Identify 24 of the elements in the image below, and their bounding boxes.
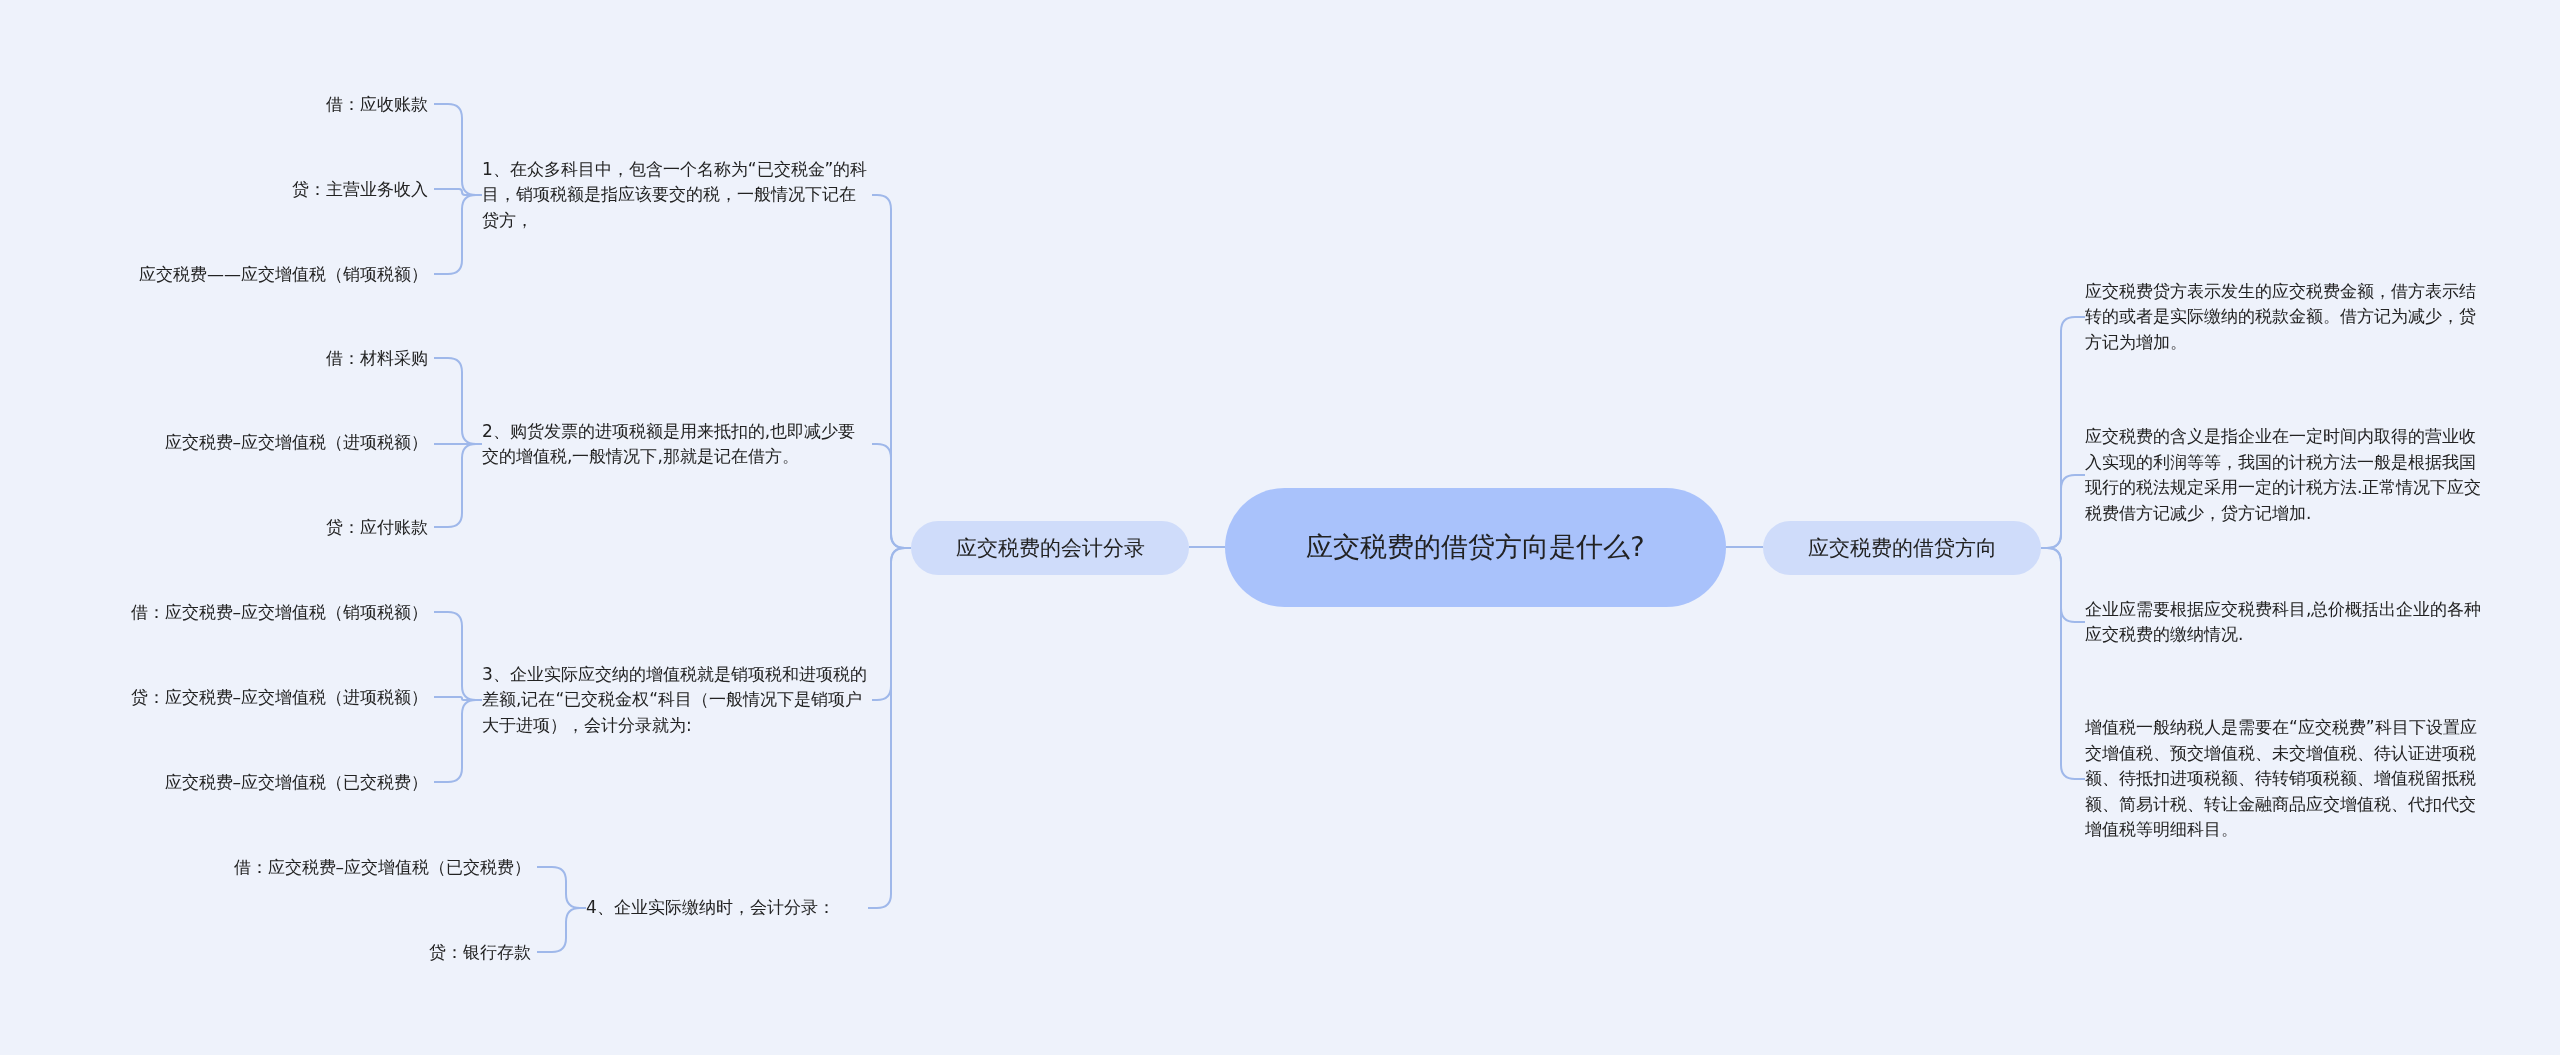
entry-text: 借：应收账款 <box>326 92 434 116</box>
note-text: 应交税费的含义是指企业在一定时间内取得的营业收入实现的利润等等，我国的计税方法一般是根据我国现行的税法规定采用一定的计税方法.正常情况下应交税费借方记减少，贷方记增加. <box>2085 424 2483 526</box>
connector-line <box>1188 546 1226 548</box>
connector-line <box>1725 546 1764 548</box>
topic-text: 1、在众多科目中，包含一个名称为“已交税金”的科目，销项税额是指应该要交的税，一般情况下记在贷方， <box>482 156 872 234</box>
entry-text: 借：应交税费–应交增值税（销项税额） <box>130 600 434 624</box>
entry-text: 应交税费——应交增值税（销项税额） <box>139 262 434 286</box>
branch-topic: 应交税费的会计分录 <box>911 521 1189 575</box>
entry-text: 应交税费–应交增值税（已交税费） <box>164 770 434 794</box>
topic-text: 3、企业实际应交纳的增值税就是销项税和进项税的差额,记在“已交税金权“科目（一般情况下是销项户大于进项），会计分录就为: <box>482 661 872 739</box>
entry-text: 贷：银行存款 <box>429 940 537 964</box>
note-text: 企业应需要根据应交税费科目,总价概括出企业的各种应交税费的缴纳情况. <box>2085 596 2483 648</box>
topic-text: 2、购货发票的进项税额是用来抵扣的,也即减少要交的增值税,一般情况下,那就是记在借方。 <box>482 418 872 470</box>
entry-text: 贷：应交税费–应交增值税（进项税额） <box>130 685 434 709</box>
entry-text: 贷：主营业务收入 <box>292 177 434 201</box>
branch-topic: 应交税费的借贷方向 <box>1763 521 2041 575</box>
entry-text: 借：应交税费–应交增值税（已交税费） <box>233 855 537 879</box>
note-text: 增值税一般纳税人是需要在“应交税费”科目下设置应交增值税、预交增值税、未交增值税、待认证进项税额、待抵扣进项税额、待转销项税额、增值税留抵税额、简易计税、转让金融商品应交增值税、代扣代交增值税等明细科目。 <box>2085 715 2483 843</box>
central-topic: 应交税费的借贷方向是什么? <box>1225 487 1726 607</box>
note-text: 应交税费贷方表示发生的应交税费金额，借方表示结转的或者是实际缴纳的税款金额。借方记为减少，贷方记为增加。 <box>2085 278 2483 356</box>
topic-text: 4、企业实际缴纳时，会计分录： <box>586 895 868 921</box>
entry-text: 贷：应付账款 <box>326 515 434 539</box>
entry-text: 应交税费–应交增值税（进项税额） <box>164 430 434 454</box>
entry-text: 借：材料采购 <box>326 346 434 370</box>
